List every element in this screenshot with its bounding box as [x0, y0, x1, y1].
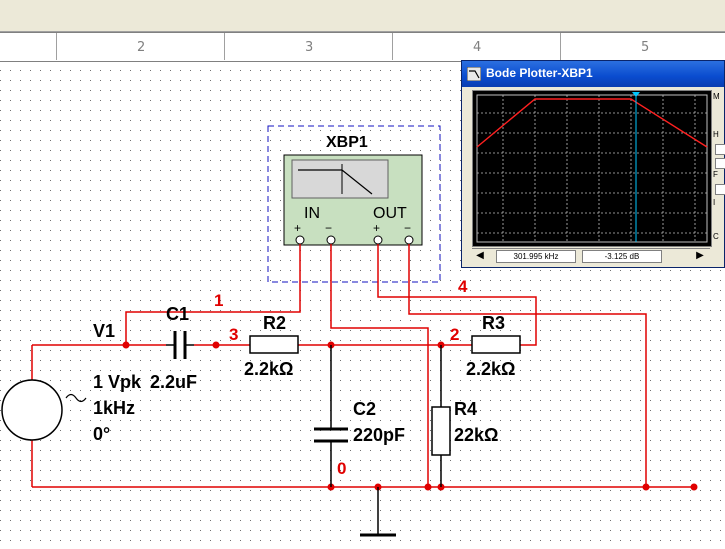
ruler-label: 2 — [137, 40, 146, 55]
net-labels: 1 3 2 4 0 — [214, 277, 468, 478]
ac-source-symbol — [1, 379, 63, 441]
net-label-1: 1 — [214, 291, 223, 310]
in-minus-sign: − — [325, 221, 332, 235]
window-title: Bode Plotter-XBP1 — [486, 66, 593, 80]
v1-frequency: 1kHz — [93, 398, 135, 418]
v1-phase: 0° — [93, 424, 110, 444]
in-plus-terminal[interactable] — [295, 235, 305, 245]
net-label-2: 2 — [450, 325, 459, 344]
r3-name: R3 — [482, 313, 505, 333]
out-plus-sign: + — [373, 221, 380, 235]
in-label: IN — [304, 205, 320, 222]
bode-plotter-window[interactable]: Bode Plotter-XBP1 ◀ 301.995 kHz -3.125 d… — [461, 60, 725, 268]
r4-name: R4 — [454, 399, 477, 419]
toolbar-strip — [0, 0, 725, 32]
v1-amplitude: 1 Vpk — [93, 372, 142, 392]
r2-name: R2 — [263, 313, 286, 333]
ruler-label: 4 — [473, 40, 482, 55]
in-minus-terminal[interactable] — [326, 235, 336, 245]
ruler-divider — [56, 33, 57, 60]
cursor-left-arrow-icon[interactable]: ◀ — [476, 250, 484, 261]
ruler-label: 3 — [305, 40, 314, 55]
r2-value: 2.2kΩ — [244, 359, 293, 379]
final-label: F — [713, 170, 718, 179]
horizontal-option-box[interactable] — [715, 158, 725, 169]
r4-resistor[interactable]: R4 22kΩ — [431, 345, 498, 487]
horizontal-label: H — [713, 130, 719, 139]
bode-plotter-instrument[interactable]: XBP1 IN OUT + − + − — [267, 125, 441, 283]
bode-plotter-icon — [467, 67, 481, 81]
ruler-divider — [560, 33, 561, 60]
c2-value: 220pF — [353, 425, 405, 445]
column-ruler — [0, 32, 725, 62]
r3-value: 2.2kΩ — [466, 359, 515, 379]
v1-name: V1 — [93, 321, 115, 341]
r4-value: 22kΩ — [454, 425, 498, 445]
plot-grid — [477, 95, 707, 242]
sine-wave-icon — [65, 393, 87, 403]
cursor-handle-icon[interactable] — [632, 92, 640, 97]
net-label-0: 0 — [337, 459, 346, 478]
magnitude-readout: -3.125 dB — [582, 250, 662, 263]
controls-label: C — [713, 232, 719, 241]
r2-resistor[interactable]: R2 2.2kΩ — [244, 313, 299, 379]
c1-capacitor[interactable]: C1 2.2uF — [150, 304, 197, 392]
vertical-option-box[interactable] — [715, 184, 725, 195]
wire-net-1[interactable] — [125, 244, 301, 345]
wires[interactable] — [31, 244, 694, 488]
bode-controls-panel: M H F I C — [712, 90, 725, 265]
ruler-label: 5 — [641, 40, 650, 55]
magnitude-trace — [476, 98, 708, 148]
ruler-divider — [392, 33, 393, 60]
r3-resistor[interactable]: R3 2.2kΩ — [466, 313, 521, 379]
wire-out-minus[interactable] — [408, 244, 647, 487]
c1-value: 2.2uF — [150, 372, 197, 392]
instrument-refdes: XBP1 — [326, 134, 368, 151]
out-plus-terminal[interactable] — [373, 235, 383, 245]
net-label-3: 3 — [229, 325, 238, 344]
c1-name: C1 — [166, 304, 189, 324]
ground-symbol[interactable] — [360, 487, 396, 537]
c2-capacitor[interactable]: C2 220pF — [314, 345, 405, 487]
frequency-readout: 301.995 kHz — [496, 250, 576, 263]
cursor-right-arrow-icon[interactable]: ▶ — [696, 250, 704, 261]
wire-in-minus[interactable] — [330, 244, 429, 487]
horizontal-option-box[interactable] — [715, 144, 725, 155]
initial-label: I — [713, 198, 716, 207]
c2-name: C2 — [353, 399, 376, 419]
in-plus-sign: + — [294, 221, 301, 235]
bode-magnitude-plot[interactable] — [472, 90, 712, 247]
out-minus-sign: − — [404, 221, 411, 235]
net-label-4: 4 — [458, 277, 468, 296]
v1-source[interactable]: V1 1 Vpk 1kHz 0° — [1, 321, 142, 444]
plot-border — [476, 94, 708, 243]
instrument-selection-box — [267, 125, 441, 283]
out-label: OUT — [373, 205, 407, 222]
ruler-bar: 2 3 4 5 — [0, 0, 725, 62]
cursor-readout-bar: ◀ 301.995 kHz -3.125 dB ▶ — [472, 248, 710, 263]
instrument-screen — [291, 159, 389, 199]
out-minus-terminal[interactable] — [404, 235, 414, 245]
mode-label: M — [713, 92, 720, 101]
ruler-divider — [224, 33, 225, 60]
window-titlebar[interactable]: Bode Plotter-XBP1 — [462, 61, 724, 87]
wire-net-4[interactable] — [377, 244, 537, 346]
